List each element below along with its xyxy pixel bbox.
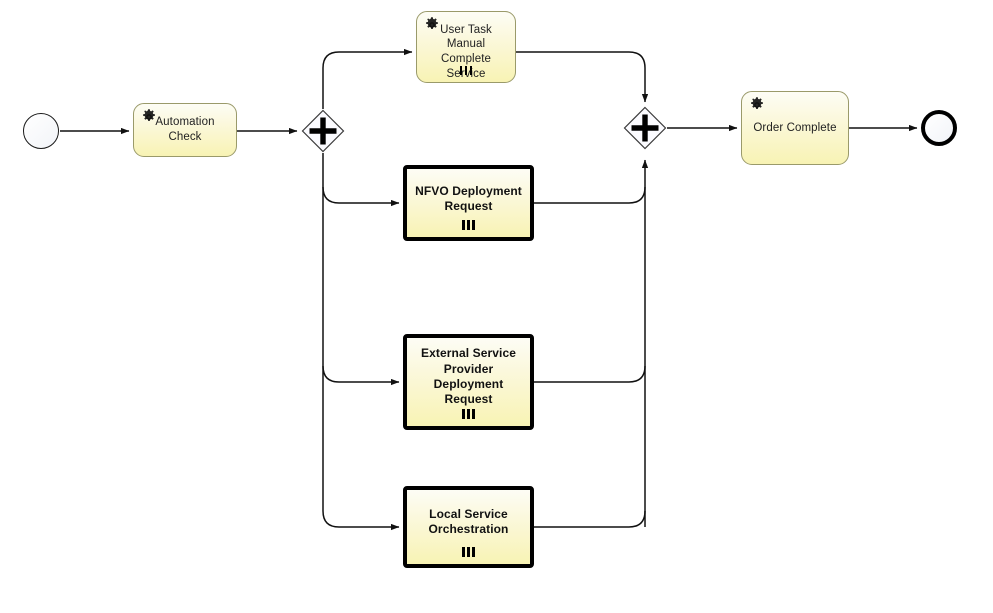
parallel-join-gateway[interactable] bbox=[623, 106, 667, 150]
flow-split-to-nfvo bbox=[322, 186, 400, 207]
end-event[interactable] bbox=[921, 110, 957, 146]
flow-external-service-to-join bbox=[534, 365, 646, 383]
task-label-line: Request bbox=[444, 199, 493, 213]
flow-nfvo-to-join bbox=[534, 186, 646, 204]
automation-check-task[interactable]: Automation Check bbox=[133, 103, 237, 157]
task-label: Order Complete bbox=[753, 121, 837, 134]
flow-user-task-to-join bbox=[516, 51, 649, 103]
user-task-manual-complete-service[interactable]: User Task Manual Complete Service bbox=[416, 11, 516, 83]
multi-instance-parallel-marker bbox=[407, 220, 530, 230]
task-label-line: Provider Deployment bbox=[433, 361, 504, 391]
gateway-diamond-icon bbox=[623, 106, 667, 150]
flow-local-service-to-join bbox=[534, 510, 646, 528]
multi-instance-parallel-marker bbox=[407, 547, 530, 557]
task-label: NFVO Deployment Request bbox=[409, 184, 528, 215]
split-gateway-trunk bbox=[322, 153, 340, 528]
task-label: Automation Check bbox=[155, 116, 215, 143]
order-complete-task[interactable]: Order Complete bbox=[741, 91, 849, 165]
task-label-line: Local Service bbox=[429, 506, 508, 521]
gateway-diamond-icon bbox=[301, 109, 345, 153]
task-label-line: Orchestration bbox=[428, 522, 509, 536]
split-gateway-trunk-up bbox=[322, 51, 340, 109]
flow-split-to-external-service bbox=[322, 365, 400, 386]
task-label-line: Request bbox=[444, 392, 493, 407]
task-label-line: NFVO Deployment bbox=[415, 183, 522, 198]
multi-instance-parallel-marker bbox=[407, 409, 530, 419]
multi-instance-parallel-marker bbox=[417, 66, 515, 75]
gear-icon bbox=[143, 109, 155, 121]
task-label: Local Service Orchestration bbox=[423, 507, 515, 538]
gear-icon bbox=[751, 97, 763, 109]
start-event[interactable] bbox=[23, 113, 59, 149]
parallel-split-gateway[interactable] bbox=[301, 109, 345, 153]
local-service-orchestration-task[interactable]: Local Service Orchestration bbox=[403, 486, 534, 568]
task-label-line: User Task Manual bbox=[440, 23, 492, 51]
external-service-provider-deployment-request-task[interactable]: External Service Provider Deployment Req… bbox=[403, 334, 534, 430]
nfvo-deployment-request-task[interactable]: NFVO Deployment Request bbox=[403, 165, 534, 241]
task-label: External Service Provider Deployment Req… bbox=[407, 346, 530, 407]
gear-icon bbox=[426, 17, 438, 29]
task-label-line: External Service bbox=[421, 346, 516, 361]
